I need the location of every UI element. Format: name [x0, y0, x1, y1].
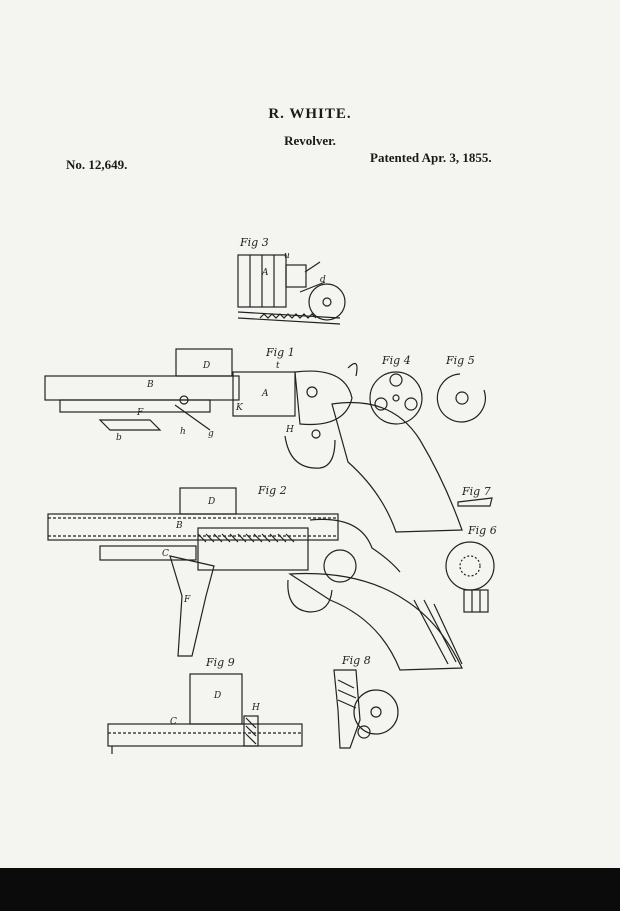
figure-4: Fig 4: [369, 354, 423, 425]
letter-F-fig2: F: [183, 595, 191, 605]
letter-B-fig2: B: [175, 521, 183, 531]
fig8-cylinder-face: [353, 689, 399, 735]
fig2-cylinder-section: [197, 527, 309, 571]
fig7-part: [457, 497, 493, 507]
fig4-cylinder-face: [369, 371, 423, 425]
figure-3: Fig 3 A d u: [237, 236, 346, 325]
letter-K-fig1: K: [235, 403, 244, 413]
figure-5: Fig 5: [436, 354, 486, 423]
figure-7: Fig 7: [457, 485, 493, 507]
letter-d: d: [320, 275, 326, 285]
fig6-stem: [463, 589, 489, 613]
fig3-ratchet: [308, 283, 346, 321]
fig1-barrel: [44, 375, 240, 401]
figure-1: Fig 1 B D F A K H b h g t: [44, 346, 463, 533]
fig2-barrel-section: [47, 513, 339, 541]
scan-border-strip: [0, 868, 620, 911]
fig9-block: [243, 715, 259, 747]
letter-D-fig9: D: [213, 691, 221, 701]
inventor-name: R. WHITE.: [268, 106, 352, 122]
fig1-cylinder: [232, 371, 296, 417]
letter-C-fig9: C: [170, 717, 177, 727]
figure-2: Fig 2 D B C F: [47, 484, 463, 671]
fig9-label: Fig 9: [205, 656, 235, 669]
fig2-lever: [169, 555, 215, 657]
letter-H-fig1: H: [285, 425, 294, 435]
letter-B-fig1: B: [146, 380, 154, 390]
fig6-label: Fig 6: [467, 524, 497, 537]
fig6-cylinder-face: [445, 541, 495, 591]
fig8-lever: [333, 669, 361, 749]
letter-H-fig9: H: [251, 703, 260, 713]
fig7-label: Fig 7: [461, 485, 491, 498]
fig1-trigger-guard: [284, 435, 336, 469]
figure-6: Fig 6: [445, 524, 497, 613]
fig4-label: Fig 4: [381, 354, 411, 367]
letter-C-fig2: C: [162, 549, 169, 559]
fig2-trigger-guard: [287, 579, 333, 613]
fig3-label: Fig 3: [239, 236, 269, 249]
fig1-grip: [331, 401, 463, 533]
letter-A-fig3: A: [261, 268, 269, 278]
patent-date: Patented Apr. 3, 1855.: [370, 150, 492, 165]
patent-title: Revolver.: [284, 133, 336, 148]
fig9-barrel: [107, 723, 303, 747]
fig2-grip-section: [288, 572, 463, 671]
fig5-disc: [436, 373, 486, 423]
letter-t: t: [276, 361, 280, 371]
letter-A-fig1: A: [261, 389, 269, 399]
letter-D-fig1: D: [202, 361, 210, 371]
patent-number: No. 12,649.: [66, 157, 128, 172]
letter-g: g: [208, 429, 214, 439]
fig1-label: Fig 1: [265, 346, 295, 359]
fig5-label: Fig 5: [445, 354, 475, 367]
letter-D-fig2: D: [207, 497, 215, 507]
fig2-label: Fig 2: [257, 484, 287, 497]
fig8-label: Fig 8: [341, 654, 371, 667]
figure-9: Fig 9 D C H: [107, 656, 303, 754]
figure-8: Fig 8: [333, 654, 399, 749]
letter-F-fig1: F: [136, 408, 144, 418]
letter-u: u: [284, 251, 290, 261]
letter-b: b: [116, 433, 122, 443]
fig1-frame: [294, 370, 353, 426]
letter-h: h: [180, 427, 186, 437]
